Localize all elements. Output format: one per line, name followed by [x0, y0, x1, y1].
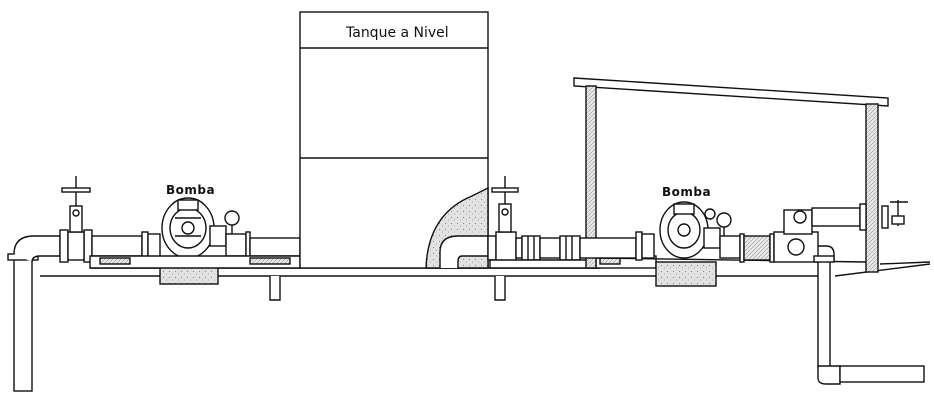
tank-title: Tanque a Nivel — [345, 25, 449, 41]
middle-coupling-1 — [515, 235, 561, 261]
middle-coupling-2 — [559, 235, 581, 261]
pump-1-discharge-pipe — [249, 237, 301, 257]
pump-1-label: Bomba — [166, 183, 215, 197]
left-concrete-channel — [89, 255, 301, 269]
pump-1 — [147, 197, 251, 285]
left-suction-riser — [7, 235, 61, 392]
middle-gate-valve — [487, 176, 519, 263]
tank — [299, 11, 489, 269]
discharge-drop-pipe — [813, 245, 925, 385]
left-gate-valve — [59, 176, 93, 263]
discharge-manifold — [773, 200, 908, 263]
pump-2-label: Bomba — [662, 185, 711, 199]
pump-2 — [641, 201, 741, 287]
check-valve — [739, 233, 775, 263]
pump-house-shed — [573, 77, 889, 273]
